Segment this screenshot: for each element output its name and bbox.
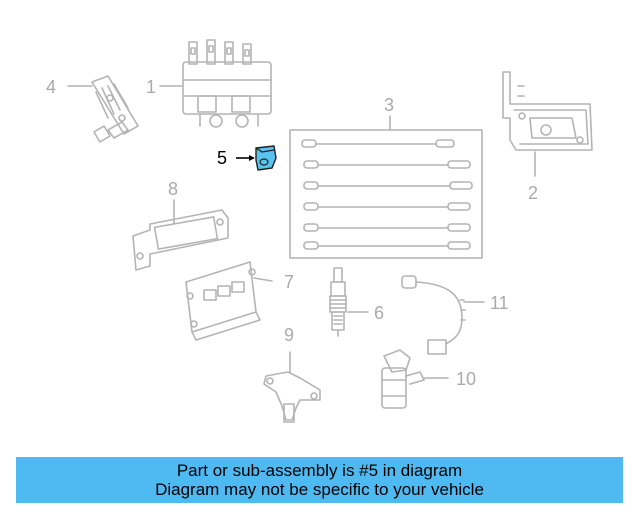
distributor-cap-highlighted [255,145,277,171]
callout-label-1: 1 [146,77,157,97]
callout-label-7: 7 [284,272,295,292]
callout-label-6: 6 [374,303,385,323]
camshaft-position-sensor [263,371,321,423]
callout-label-11: 11 [490,293,509,313]
engine-control-module [185,261,261,341]
callout-label-5: 5 [217,148,228,168]
leader-lines [67,85,536,379]
spark-plug-wire-set [289,129,483,259]
callout-label-2: 2 [528,183,539,203]
banner-line-2: Diagram may not be specific to your vehi… [155,480,484,499]
callout-label-10: 10 [456,369,477,389]
callout-label-3: 3 [384,95,395,115]
parts-diagram [67,39,593,423]
mounting-bracket [502,71,593,151]
callout-label-8: 8 [168,179,179,199]
callout-5-arrow [236,155,255,161]
coil-bracket [91,75,139,143]
oxygen-sensor [401,275,466,355]
ignition-coil-pack [182,39,272,128]
module-bracket [132,209,229,271]
spark-plug [329,267,347,337]
callout-label-4: 4 [46,77,57,97]
callout-label-9: 9 [284,325,295,345]
banner-line-1: Part or sub-assembly is #5 in diagram [176,461,463,480]
diagram-info-banner: Part or sub-assembly is #5 in diagram Di… [16,457,623,503]
crankshaft-position-sensor [381,349,425,409]
